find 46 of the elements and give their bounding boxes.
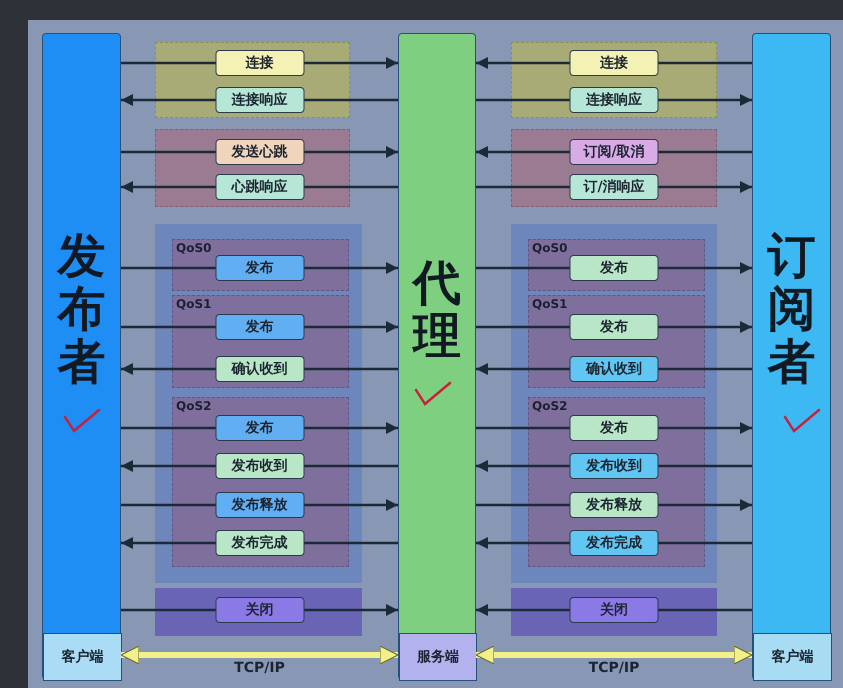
edge-label: TCP/IP xyxy=(588,661,640,675)
role-label: 服务端 xyxy=(417,648,459,666)
message-label: 关闭 xyxy=(570,597,658,623)
message-label: 订阅/取消 xyxy=(570,139,658,165)
role-box xyxy=(399,633,477,681)
actor-column xyxy=(42,33,121,680)
message-label: 发布完成 xyxy=(215,530,304,556)
qos-label: QoS2 xyxy=(532,400,568,412)
message-label: 订/消响应 xyxy=(570,174,658,200)
qos-label: QoS0 xyxy=(532,242,568,254)
qos-label: QoS0 xyxy=(176,242,212,254)
message-label: 发布 xyxy=(215,255,304,281)
actor-column xyxy=(752,33,831,680)
message-label: 关闭 xyxy=(215,597,304,623)
message-label: 发布收到 xyxy=(215,453,304,479)
double-arrow xyxy=(120,645,399,665)
actor-title: 发布者 xyxy=(58,230,106,389)
message-label: 发布完成 xyxy=(570,530,658,556)
message-label: 发布释放 xyxy=(570,492,658,518)
message-label: 发布 xyxy=(570,415,658,441)
message-label: 心跳响应 xyxy=(215,174,304,200)
message-label: 发布 xyxy=(215,314,304,340)
message-label: 发送心跳 xyxy=(215,139,304,165)
role-box xyxy=(753,633,832,681)
message-label: 发布收到 xyxy=(570,453,658,479)
message-label: 发布 xyxy=(570,314,658,340)
actor-title: 代理 xyxy=(413,256,461,362)
message-label: 连接 xyxy=(215,50,304,76)
message-label: 发布 xyxy=(215,415,304,441)
qos-label: QoS1 xyxy=(532,298,568,310)
message-label: 连接响应 xyxy=(570,87,658,113)
double-arrow xyxy=(475,645,753,665)
role-label: 客户端 xyxy=(62,648,104,666)
actor-title: 订阅者 xyxy=(768,230,816,389)
message-label: 连接 xyxy=(570,50,658,76)
edge-label: TCP/IP xyxy=(234,661,285,675)
message-label: 确认收到 xyxy=(215,356,304,382)
message-label: 发布释放 xyxy=(215,492,304,518)
role-label: 客户端 xyxy=(772,648,814,666)
message-label: 连接响应 xyxy=(215,87,304,113)
message-label: 发布 xyxy=(570,255,658,281)
message-label: 确认收到 xyxy=(570,356,658,382)
actor-column xyxy=(398,33,476,680)
role-box xyxy=(43,633,122,681)
qos-label: QoS2 xyxy=(176,400,212,412)
qos-label: QoS1 xyxy=(176,298,212,310)
